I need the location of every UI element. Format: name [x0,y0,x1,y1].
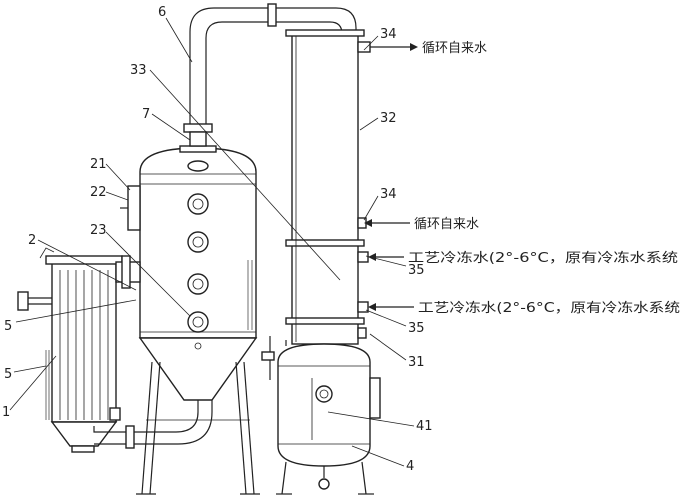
callout-35-lower: 35 [408,321,425,336]
heater-tube-bundle [17,247,123,453]
callout-34-top: 34 [380,27,397,42]
callout-22: 22 [90,185,107,200]
callout-6: 6 [158,5,166,20]
callout-32: 32 [380,111,397,126]
flow-arrows [364,43,418,311]
callout-7: 7 [142,107,150,122]
note-circulating-tap-water-top: 循环自来水 [422,41,487,56]
evaporator-vessel [120,123,260,495]
note-circulating-tap-water-mid: 循环自来水 [414,217,479,232]
callout-21: 21 [90,157,107,172]
callout-1: 1 [2,405,10,420]
callout-4: 4 [406,459,414,474]
callout-31: 31 [408,355,425,370]
leader-lines [9,17,415,467]
callout-2: 2 [28,233,36,248]
callout-5-upper: 5 [4,319,12,334]
callout-23: 23 [90,223,107,238]
note-process-chilled-water-b: 工艺冷冻水(2°-6°C，原有冷冻水系统 [418,300,680,316]
note-process-chilled-water-a: 工艺冷冻水(2°-6°C，原有冷冻水系统 [408,250,678,266]
callout-35-upper: 35 [408,263,425,278]
condenser-column [285,29,371,345]
callout-5-lower: 5 [4,367,12,382]
receiver-tank [276,343,381,495]
callout-33: 33 [130,63,147,78]
callout-34-mid: 34 [380,187,397,202]
callout-41: 41 [416,419,433,434]
vapor-pipe [189,3,357,128]
